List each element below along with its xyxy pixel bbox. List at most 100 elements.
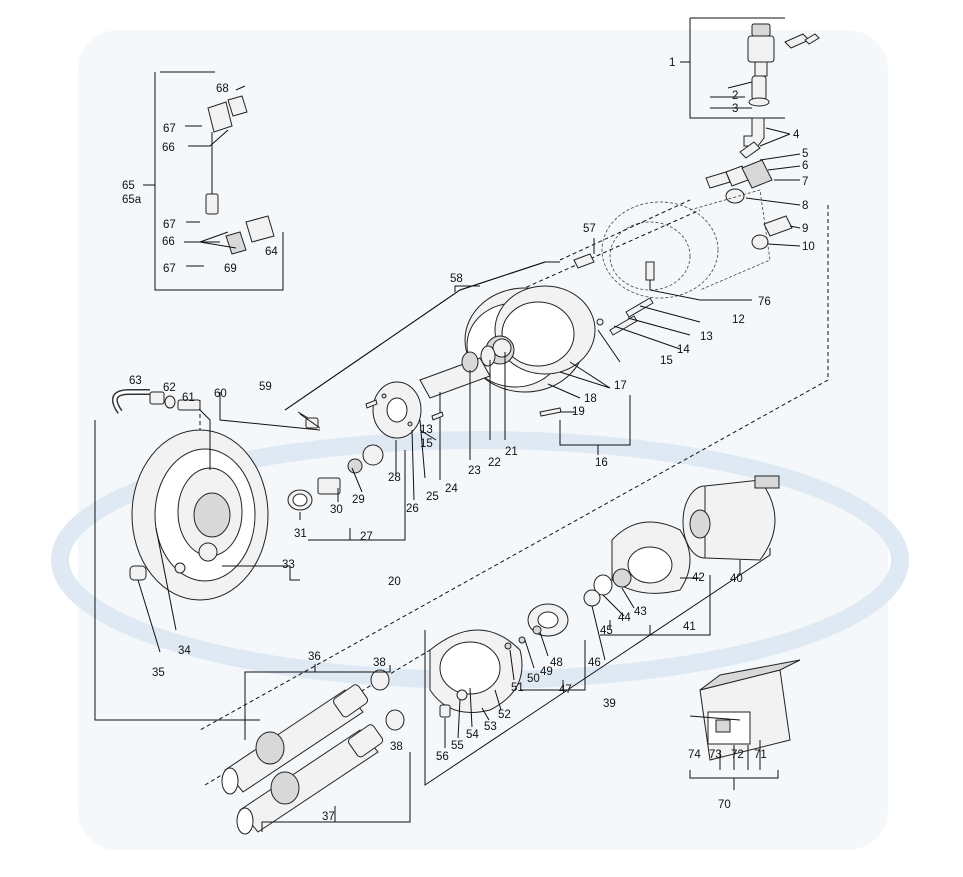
bolt-19 <box>539 395 631 455</box>
callout-55: 55 <box>451 740 464 752</box>
shaft-assembly <box>419 345 506 480</box>
callout-65: 65 <box>122 180 135 192</box>
pipe-60-63 <box>94 389 321 721</box>
callout-69: 69 <box>224 263 237 275</box>
callout-34: 34 <box>178 645 191 657</box>
callout-6: 6 <box>802 160 808 172</box>
callout-22: 22 <box>488 457 501 469</box>
callout-14: 14 <box>677 344 690 356</box>
control-box-70 <box>689 659 801 790</box>
callout-30: 30 <box>330 504 343 516</box>
bracket-39 <box>424 548 771 786</box>
seal-parts-27-31 <box>287 440 406 541</box>
callout-35: 35 <box>152 667 165 679</box>
bolts-12-15 <box>596 297 701 363</box>
callout-66: 66 <box>162 142 175 154</box>
callout-19: 19 <box>572 406 585 418</box>
callout-36: 36 <box>308 651 321 663</box>
callout-45: 45 <box>600 625 613 637</box>
callout-60: 60 <box>214 388 227 400</box>
callout-2: 2 <box>732 90 738 102</box>
callout-48: 48 <box>550 657 563 669</box>
callout-37: 37 <box>322 811 335 823</box>
callout-63: 63 <box>129 375 142 387</box>
callout-67: 67 <box>163 123 176 135</box>
front-cover-20 <box>129 429 300 653</box>
pump-housing-76 <box>601 189 771 301</box>
callout-52: 52 <box>498 709 511 721</box>
callout-64: 64 <box>265 246 278 258</box>
callout-12: 12 <box>732 314 745 326</box>
callout-39: 39 <box>603 698 616 710</box>
callout-4: 4 <box>793 129 800 141</box>
callout-61: 61 <box>182 392 195 404</box>
callout-27: 27 <box>360 531 373 543</box>
callout-62: 62 <box>163 382 176 394</box>
fitting-group-1 <box>680 17 820 250</box>
callout-42: 42 <box>692 572 705 584</box>
callout-17: 17 <box>614 380 627 392</box>
callout-66-extra: 66 <box>162 236 175 248</box>
callout-16: 16 <box>595 457 608 469</box>
callout-7: 7 <box>802 176 808 188</box>
inset-kit-65 <box>143 71 284 291</box>
callout-56: 56 <box>436 751 449 763</box>
callout-44: 44 <box>618 612 631 624</box>
callout-24: 24 <box>445 483 458 495</box>
callout-68: 68 <box>216 83 229 95</box>
callout-41: 41 <box>683 621 696 633</box>
seal-flange-17 <box>464 285 611 399</box>
callout-5: 5 <box>802 148 808 160</box>
callout-9: 9 <box>802 223 808 235</box>
nozzle-57-tube-58 <box>284 238 595 429</box>
callout-74: 74 <box>688 749 701 761</box>
motor-40 <box>682 475 780 575</box>
callout-1: 1 <box>669 57 675 69</box>
callout-20: 20 <box>388 576 401 588</box>
callout-51: 51 <box>511 682 524 694</box>
callout-57: 57 <box>583 223 596 235</box>
callout-46: 46 <box>588 657 601 669</box>
callout-38-extra: 38 <box>390 741 403 753</box>
callout-40: 40 <box>730 573 743 585</box>
callout-67-extra: 67 <box>163 219 176 231</box>
callout-71: 71 <box>754 749 767 761</box>
callout-8: 8 <box>802 200 808 212</box>
callout-31: 31 <box>294 528 307 540</box>
callout-50: 50 <box>527 673 540 685</box>
callout-38: 38 <box>373 657 386 669</box>
pump-body-41-46 <box>583 521 711 661</box>
hose-36 <box>221 664 391 795</box>
callout-70: 70 <box>718 799 731 811</box>
flange-25-26 <box>365 381 444 501</box>
callout-67-extra: 67 <box>163 263 176 275</box>
callout-13-extra: 13 <box>420 424 433 436</box>
callout-59: 59 <box>259 381 272 393</box>
callout-43: 43 <box>634 606 647 618</box>
callout-47: 47 <box>559 684 572 696</box>
callout-65a: 65a <box>122 194 142 206</box>
callout-58: 58 <box>450 273 463 285</box>
callout-28: 28 <box>388 472 401 484</box>
callout-54: 54 <box>466 729 479 741</box>
callout-23: 23 <box>468 465 481 477</box>
callout-15: 15 <box>660 355 673 367</box>
callout-73: 73 <box>709 749 722 761</box>
impeller-47-56 <box>429 603 586 748</box>
callout-76: 76 <box>758 296 771 308</box>
hose-37 <box>236 709 411 835</box>
callout-10: 10 <box>802 241 815 253</box>
callout-25: 25 <box>426 491 439 503</box>
callout-49: 49 <box>540 666 553 678</box>
callout-53: 53 <box>484 721 497 733</box>
callout-21: 21 <box>505 446 518 458</box>
callout-3: 3 <box>732 103 738 115</box>
callout-15-extra: 15 <box>420 438 433 450</box>
callout-26: 26 <box>406 503 419 515</box>
callout-33: 33 <box>282 559 295 571</box>
callout-18: 18 <box>584 393 597 405</box>
callout-72: 72 <box>731 749 744 761</box>
callout-13: 13 <box>700 331 713 343</box>
